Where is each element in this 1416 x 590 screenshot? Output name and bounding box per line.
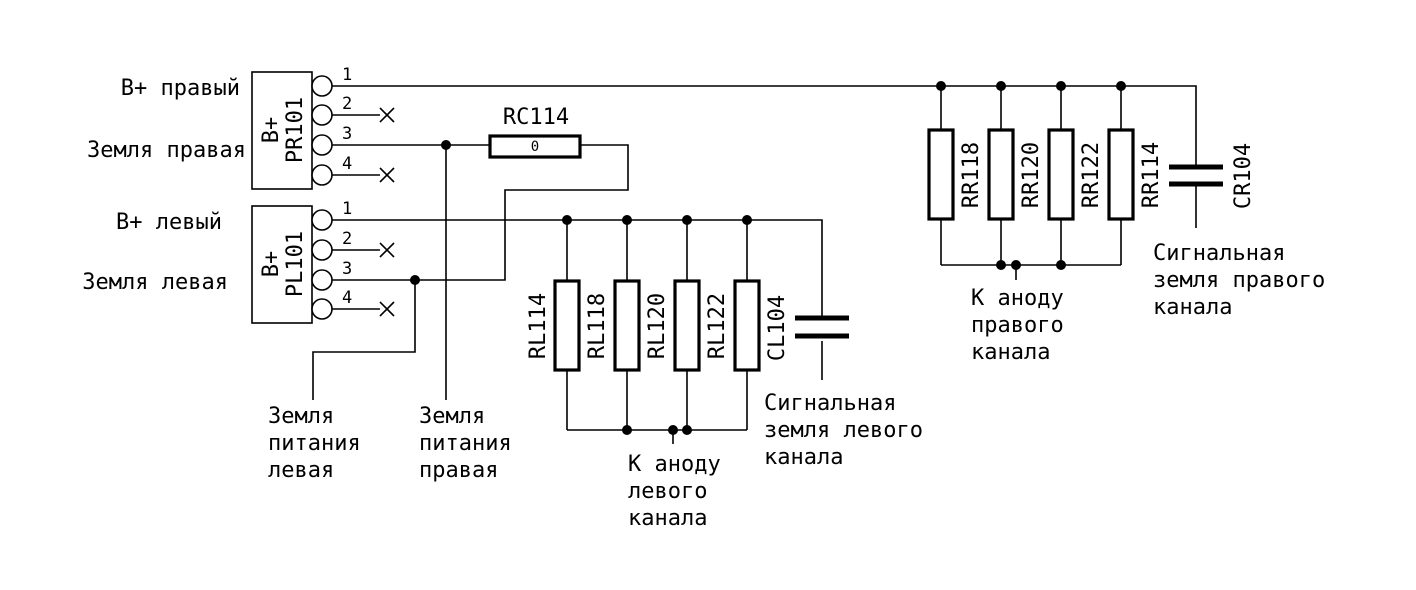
resistor-rr122: [1047, 128, 1075, 221]
connector-pl101-pin2: [311, 239, 333, 261]
rl120-ref: RL120: [645, 293, 670, 359]
connector-pl101-ref: PL101: [283, 231, 308, 297]
connector-pl101-pin4: [311, 298, 333, 320]
resistor-rr120: [987, 128, 1015, 221]
connector-pr101: B+ PR101 1 2 3 4: [251, 65, 395, 190]
wire-b-plus-left: [332, 219, 823, 318]
pl101-pin4-number: 4: [342, 288, 352, 308]
junction-left-anode-3: [682, 425, 692, 435]
label-ground-left: Земля левая: [82, 270, 228, 295]
label-b-plus-right: B+ правый: [121, 76, 240, 101]
left-signal-ground-line1: Сигнальная: [764, 391, 896, 416]
connector-pr101-pin4: [311, 164, 333, 186]
left-anode-line2: левого: [628, 479, 707, 504]
rl118-ref: RL118: [585, 293, 610, 359]
wire-b-plus-right: [332, 85, 1197, 167]
label-power-ground-left: Земля питания левая: [268, 404, 361, 483]
junction-left-anode-1: [622, 425, 632, 435]
right-channel-network: RR118 RR120 RR122 RR114 CR104 К аноду пр…: [332, 81, 1325, 365]
junction-right-anode-1: [996, 260, 1006, 270]
rr114-ref: RR114: [1139, 142, 1164, 208]
pl101-pin2-no-connect: [379, 242, 395, 258]
rc114-ref: RC114: [503, 105, 569, 130]
pr101-pin4-no-connect: [379, 167, 395, 183]
connector-pr101-pin3: [311, 134, 333, 156]
left-anode-line1: К аноду: [628, 452, 721, 477]
rl114-ref: RL114: [526, 293, 551, 359]
resistor-rl118: [613, 279, 641, 372]
bridge-resistor-rc114: 0 RC114: [332, 105, 629, 285]
cl104-ref: CL104: [765, 295, 790, 361]
connector-pr101-ref: PR101: [283, 97, 308, 163]
power-ground-left-line2: питания: [268, 431, 361, 456]
resistor-rl122: [733, 279, 761, 372]
pl101-pin4-no-connect: [379, 301, 395, 317]
power-ground-right-line2: питания: [419, 431, 512, 456]
right-signal-ground-line2: земля правого: [1153, 268, 1325, 293]
connector-pr101-body: [251, 71, 313, 190]
resistor-rr114: [1107, 128, 1135, 221]
pr101-pin4-number: 4: [342, 154, 352, 174]
left-anode-line3: канала: [628, 506, 707, 531]
connector-pl101-pin1: [311, 209, 333, 231]
left-signal-ground-line3: канала: [764, 445, 843, 470]
rr122-ref: RR122: [1079, 142, 1104, 208]
connector-pr101-pin1: [311, 75, 333, 97]
cr104-ref: CR104: [1231, 143, 1256, 209]
right-signal-ground-line1: Сигнальная: [1153, 241, 1285, 266]
right-anode-line3: канала: [971, 340, 1050, 365]
right-anode-line2: правого: [971, 313, 1064, 338]
resistor-rl120: [673, 279, 701, 372]
pl101-pin3-number: 3: [342, 259, 352, 279]
connector-pr101-pin2: [311, 104, 333, 126]
connector-pl101: B+ PL101 1 2 3 4: [251, 199, 395, 324]
connector-pl101-pin3: [311, 269, 333, 291]
connector-pl101-type: B+: [259, 251, 284, 278]
rr120-ref: RR120: [1019, 142, 1044, 208]
pl101-pin2-number: 2: [342, 229, 352, 249]
pr101-pin2-number: 2: [342, 94, 352, 114]
power-ground-right-line1: Земля: [419, 404, 485, 429]
rc114-body: [488, 134, 582, 159]
resistor-rr118: [927, 128, 955, 221]
power-ground-left-line3: левая: [268, 458, 334, 483]
rl122-ref: RL122: [705, 293, 730, 359]
pr101-pin2-no-connect: [379, 107, 395, 123]
power-ground-left-line1: Земля: [268, 404, 334, 429]
power-ground-right-line3: правая: [419, 458, 498, 483]
pr101-pin3-number: 3: [342, 124, 352, 144]
label-b-plus-left: B+ левый: [116, 210, 222, 235]
pr101-pin1-number: 1: [342, 65, 352, 85]
label-power-ground-right: Земля питания правая: [419, 404, 512, 483]
right-anode-line1: К аноду: [971, 286, 1064, 311]
right-signal-ground-line3: канала: [1153, 295, 1232, 320]
pl101-pin1-number: 1: [342, 199, 352, 219]
left-channel-network: RL114 RL118 RL120 RL122 CL104 К аноду ле…: [332, 215, 923, 531]
connector-pl101-body: [251, 205, 313, 324]
wire-bridge-to-left-ground: [332, 144, 629, 281]
rc114-value: 0: [531, 139, 539, 155]
connector-pr101-type: B+: [259, 117, 284, 144]
junction-right-anode-3: [1056, 260, 1066, 270]
resistor-rl114: [553, 279, 581, 372]
wire-power-ground-left: [312, 280, 416, 400]
rr118-ref: RR118: [959, 142, 984, 208]
label-ground-right: Земля правая: [87, 138, 246, 163]
left-signal-ground-line2: земля левого: [764, 418, 923, 443]
